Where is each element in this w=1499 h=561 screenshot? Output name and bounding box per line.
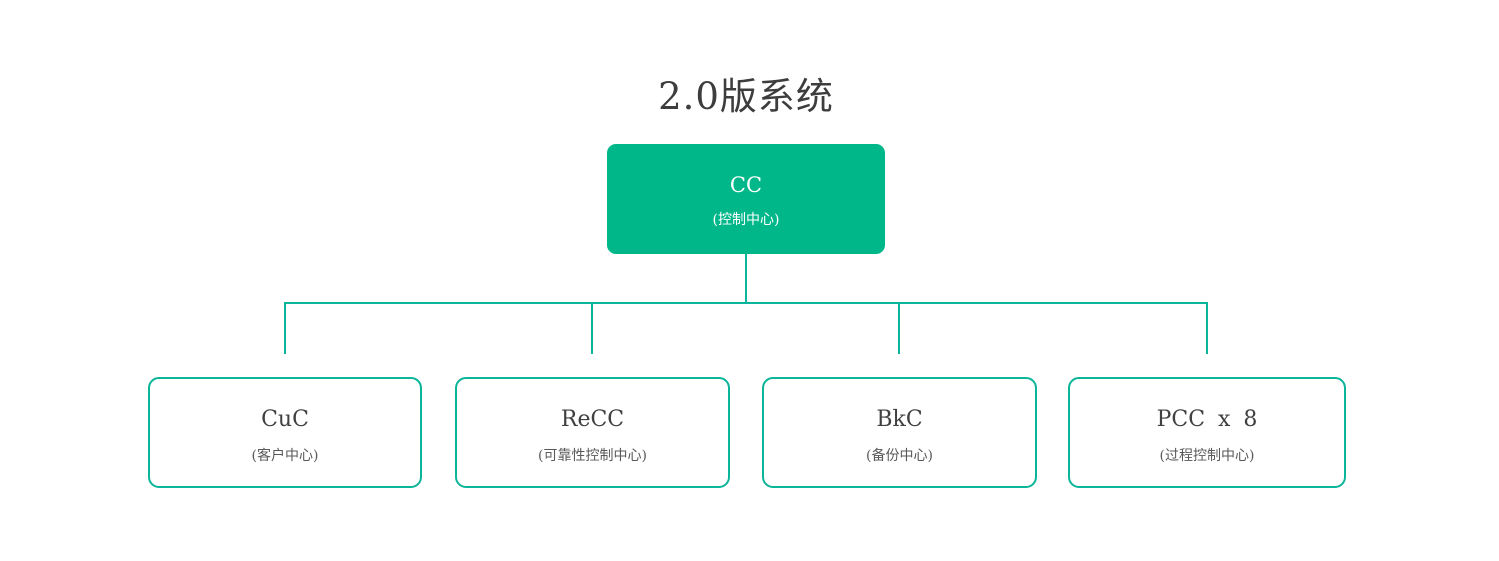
node-cuc[interactable]: CuC (客户中心) bbox=[148, 377, 422, 488]
node-cc[interactable]: CC (控制中心) bbox=[607, 144, 885, 254]
node-bkc-label: BkC bbox=[876, 407, 923, 432]
connector-stub-cuc bbox=[284, 302, 286, 354]
connector-horizontal-bus bbox=[284, 302, 1208, 304]
node-pcc[interactable]: PCC x 8 (过程控制中心) bbox=[1068, 377, 1346, 488]
node-recc-sublabel: (可靠性控制中心) bbox=[538, 448, 647, 464]
node-cuc-sublabel: (客户中心) bbox=[251, 448, 319, 464]
diagram-title: 2.0版系统 bbox=[658, 75, 834, 118]
connector-root-drop bbox=[745, 254, 747, 303]
connector-stub-bkc bbox=[898, 302, 900, 354]
connector-stub-recc bbox=[591, 302, 593, 354]
node-bkc[interactable]: BkC (备份中心) bbox=[762, 377, 1037, 488]
node-pcc-label: PCC x 8 bbox=[1156, 407, 1258, 432]
node-recc-label: ReCC bbox=[560, 407, 625, 432]
node-cuc-label: CuC bbox=[261, 407, 309, 432]
node-cc-sublabel: (控制中心) bbox=[712, 212, 780, 228]
node-cc-label: CC bbox=[729, 173, 763, 197]
connector-stub-pcc bbox=[1206, 302, 1208, 354]
node-pcc-sublabel: (过程控制中心) bbox=[1159, 448, 1255, 464]
node-recc[interactable]: ReCC (可靠性控制中心) bbox=[455, 377, 730, 488]
node-bkc-sublabel: (备份中心) bbox=[866, 448, 933, 464]
